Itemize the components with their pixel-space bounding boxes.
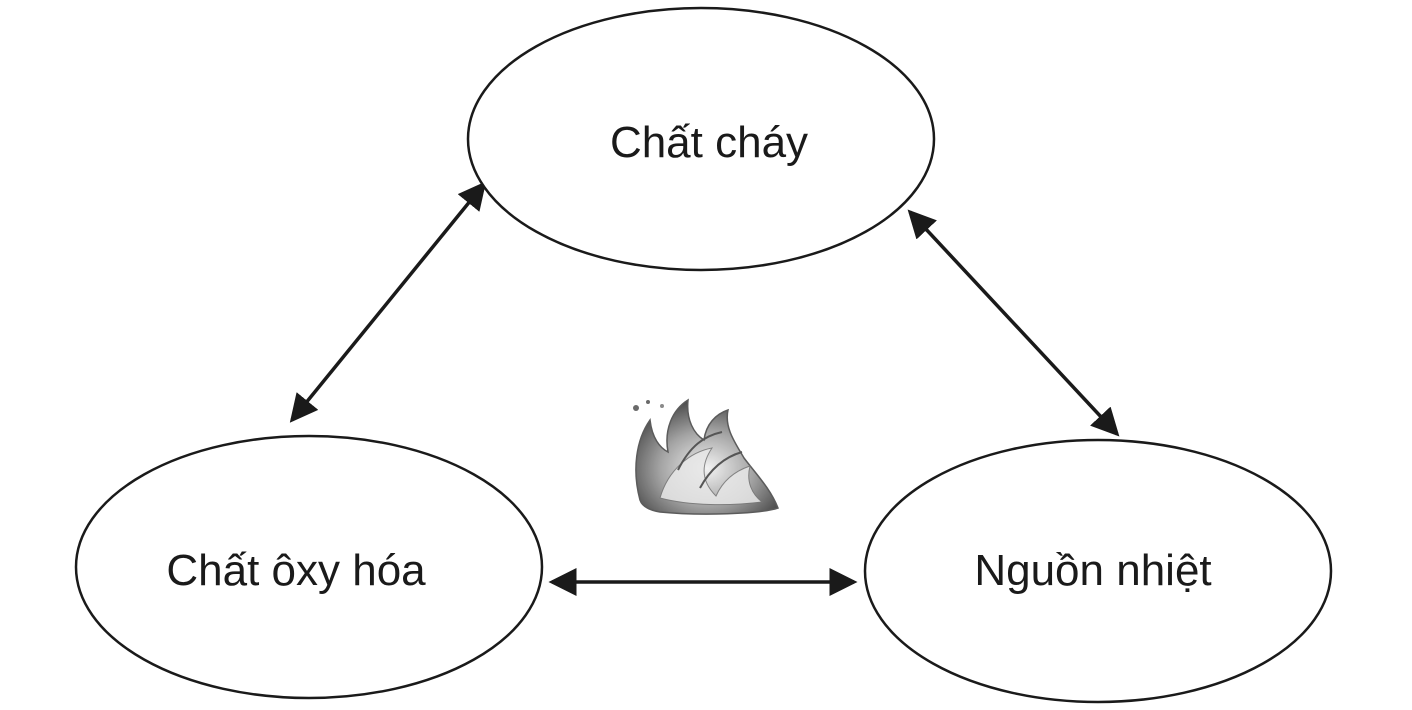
node-oxidizer: Chất ôxy hóa	[74, 434, 544, 700]
node-heat-label: Nguồn nhiệt	[974, 546, 1211, 595]
node-heat-ellipse	[863, 438, 1333, 704]
node-fuel-ellipse	[466, 6, 936, 272]
arrow-fuel-oxidizer	[289, 181, 487, 423]
node-heat: Nguồn nhiệt	[863, 438, 1333, 704]
node-fuel-label: Chất cháy	[610, 118, 808, 167]
node-oxidizer-label: Chất ôxy hóa	[166, 546, 426, 595]
node-fuel: Chất cháy	[466, 6, 936, 272]
fire-icon	[633, 398, 779, 515]
arrow-fuel-heat	[907, 209, 1120, 437]
node-oxidizer-ellipse	[74, 434, 544, 700]
